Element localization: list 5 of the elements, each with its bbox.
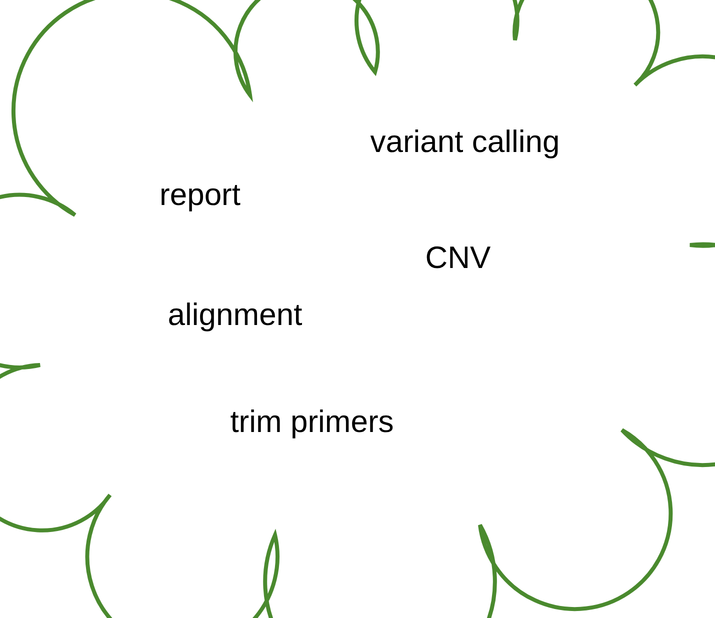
step-label: trim primers — [230, 404, 394, 440]
step-label: alignment — [168, 298, 302, 332]
step-label: variant calling — [370, 124, 560, 160]
step-label: CNV — [425, 240, 491, 276]
step-label: report — [160, 178, 240, 212]
